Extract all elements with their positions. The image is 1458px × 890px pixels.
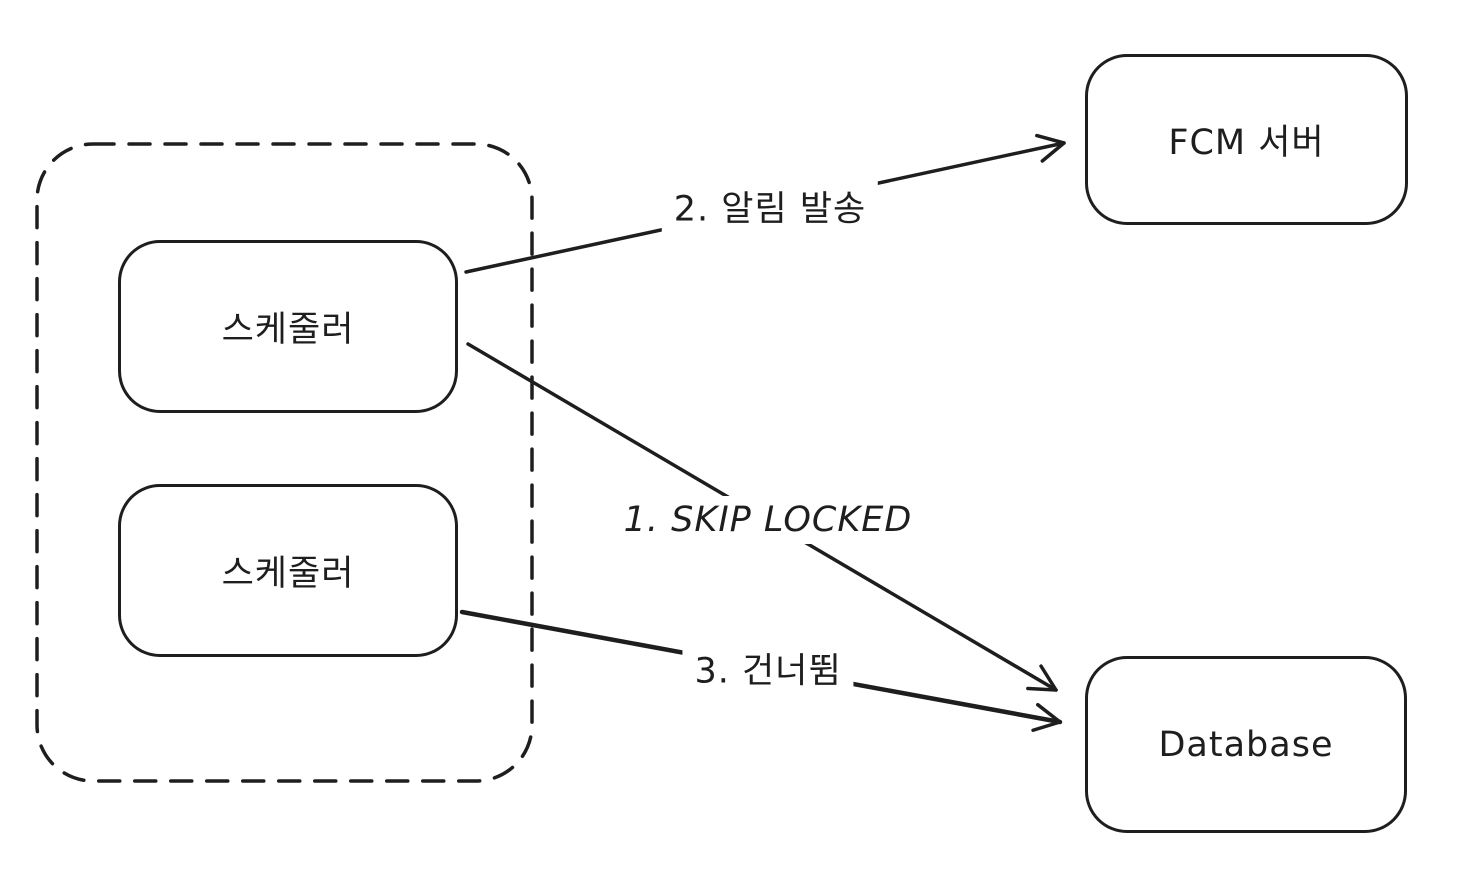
edge-label-skipped: 3. 건너뜀 xyxy=(682,638,854,698)
node-database: Database xyxy=(1085,656,1407,833)
edge-label-notify: 2. 알림 발송 xyxy=(661,176,879,236)
node-fcm-server-label: FCM 서버 xyxy=(1168,123,1325,163)
node-database-label: Database xyxy=(1158,724,1334,765)
node-scheduler-2: 스케줄러 xyxy=(118,484,458,657)
node-fcm-server: FCM 서버 xyxy=(1085,54,1408,225)
node-scheduler-2-label: 스케줄러 xyxy=(221,554,355,594)
node-scheduler-1-label: 스케줄러 xyxy=(221,310,355,350)
scheduler-cluster-dashed-box xyxy=(35,142,534,783)
edge-label-skip-locked: 1. SKIP LOCKED xyxy=(611,496,925,544)
node-scheduler-1: 스케줄러 xyxy=(118,240,458,413)
